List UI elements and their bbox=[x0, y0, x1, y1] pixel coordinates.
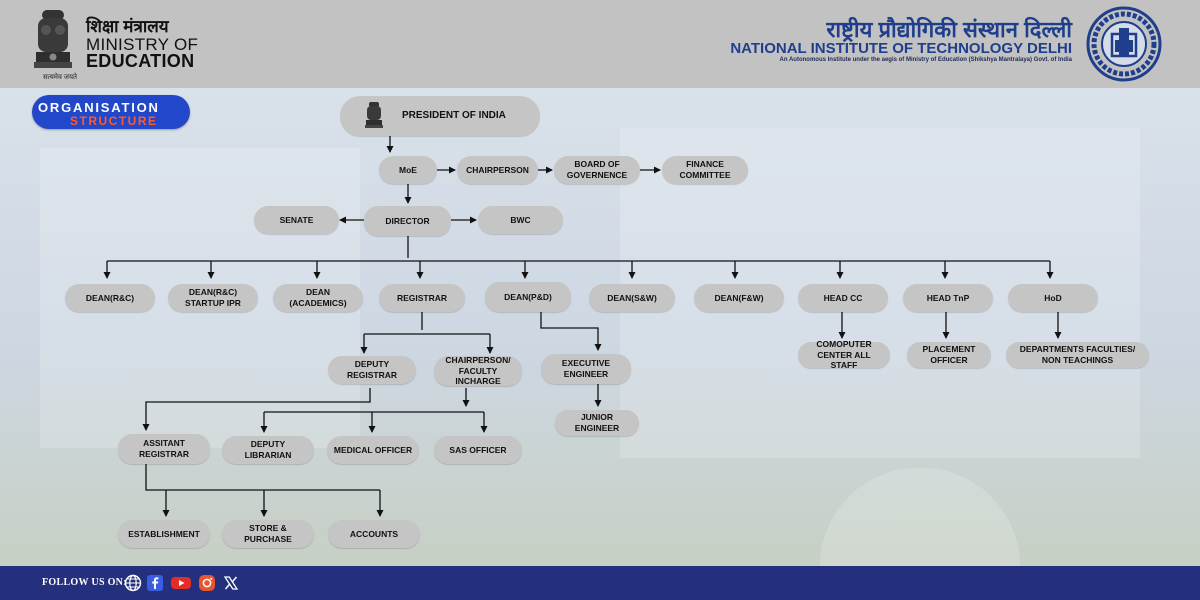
organisation-structure-badge: ORGANISATION STRUCTURE bbox=[32, 95, 190, 129]
follow-us-label: FOLLOW US ON: bbox=[42, 577, 127, 588]
moe-title-line1: MINISTRY OF bbox=[86, 35, 199, 54]
node-hod: HoD bbox=[1008, 284, 1098, 312]
node-dean-sw: DEAN(S&W) bbox=[589, 284, 675, 312]
node-finance-committee: FINANCE COMMITTEE bbox=[662, 156, 748, 184]
node-director: DIRECTOR bbox=[364, 206, 451, 236]
badge-line2: STRUCTURE bbox=[70, 114, 158, 128]
node-establishment: ESTABLISHMENT bbox=[118, 520, 210, 548]
node-computer-center-staff: COMOPUTER CENTER ALL STAFF bbox=[798, 339, 890, 370]
node-dean-academics: DEAN (ACADEMICS) bbox=[273, 284, 363, 312]
node-departments: DEPARTMENTS FACULTIES/ NON TEACHINGS bbox=[1006, 342, 1149, 368]
node-deputy-registrar: DEPUTY REGISTRAR bbox=[328, 356, 416, 384]
moe-hindi-title: शिक्षा मंत्रालय bbox=[86, 17, 169, 36]
node-placement-officer: PLACEMENT OFFICER bbox=[907, 342, 991, 368]
node-senate: SENATE bbox=[254, 206, 339, 234]
nit-subtitle: An Autonomous Institute under the aegis … bbox=[779, 57, 1072, 63]
node-executive-engineer: EXECUTIVE ENGINEER bbox=[541, 354, 631, 384]
node-accounts: ACCOUNTS bbox=[328, 520, 420, 548]
nit-delhi-logo-icon bbox=[1086, 6, 1162, 82]
nit-english-title: NATIONAL INSTITUTE OF TECHNOLOGY DELHI bbox=[730, 40, 1072, 57]
instagram-icon[interactable] bbox=[198, 574, 216, 592]
node-bwc: BWC bbox=[478, 206, 563, 234]
node-chairperson-faculty-incharge: CHAIRPERSON/ FACULTY INCHARGE bbox=[434, 355, 522, 386]
youtube-icon[interactable] bbox=[170, 574, 192, 592]
node-head-cc: HEAD CC bbox=[798, 284, 888, 312]
node-president-label: PRESIDENT OF INDIA bbox=[402, 109, 506, 121]
node-registrar: REGISTRAR bbox=[379, 284, 465, 312]
node-president: PRESIDENT OF INDIA bbox=[340, 96, 540, 136]
node-dean-rc-startup-ipr: DEAN(R&C) STARTUP IPR bbox=[168, 284, 258, 312]
node-chairperson: CHAIRPERSON bbox=[457, 156, 538, 184]
national-emblem-icon bbox=[365, 102, 383, 128]
node-sas-officer: SAS OFFICER bbox=[434, 436, 522, 464]
node-dean-rc: DEAN(R&C) bbox=[65, 284, 155, 312]
badge-line1: ORGANISATION bbox=[38, 100, 160, 115]
national-emblem-icon bbox=[34, 10, 72, 68]
node-medical-officer: MEDICAL OFFICER bbox=[327, 436, 419, 464]
node-junior-engineer: JUNIOR ENGINEER bbox=[555, 410, 639, 436]
node-head-tnp: HEAD TnP bbox=[903, 284, 993, 312]
node-board-of-governence: BOARD OF GOVERNENCE bbox=[554, 156, 640, 184]
node-moe: MoE bbox=[379, 156, 437, 184]
node-deputy-librarian: DEPUTY LIBRARIAN bbox=[222, 436, 314, 464]
nit-hindi-title: राष्ट्रीय प्रौद्योगिकी संस्थान दिल्ली bbox=[826, 17, 1072, 42]
globe-icon[interactable] bbox=[124, 574, 142, 592]
node-assistant-registrar: ASSITANT REGISTRAR bbox=[118, 434, 210, 464]
node-dean-pd: DEAN(P&D) bbox=[485, 282, 571, 312]
moe-title-line2: EDUCATION bbox=[86, 51, 195, 71]
node-store-purchase: STORE & PURCHASE bbox=[222, 520, 314, 548]
x-icon[interactable] bbox=[222, 574, 240, 592]
node-dean-fw: DEAN(F&W) bbox=[694, 284, 784, 312]
moe-motto: सत्यमेव जयते bbox=[42, 74, 78, 81]
header-bar bbox=[0, 0, 1200, 88]
facebook-icon[interactable] bbox=[146, 574, 164, 592]
